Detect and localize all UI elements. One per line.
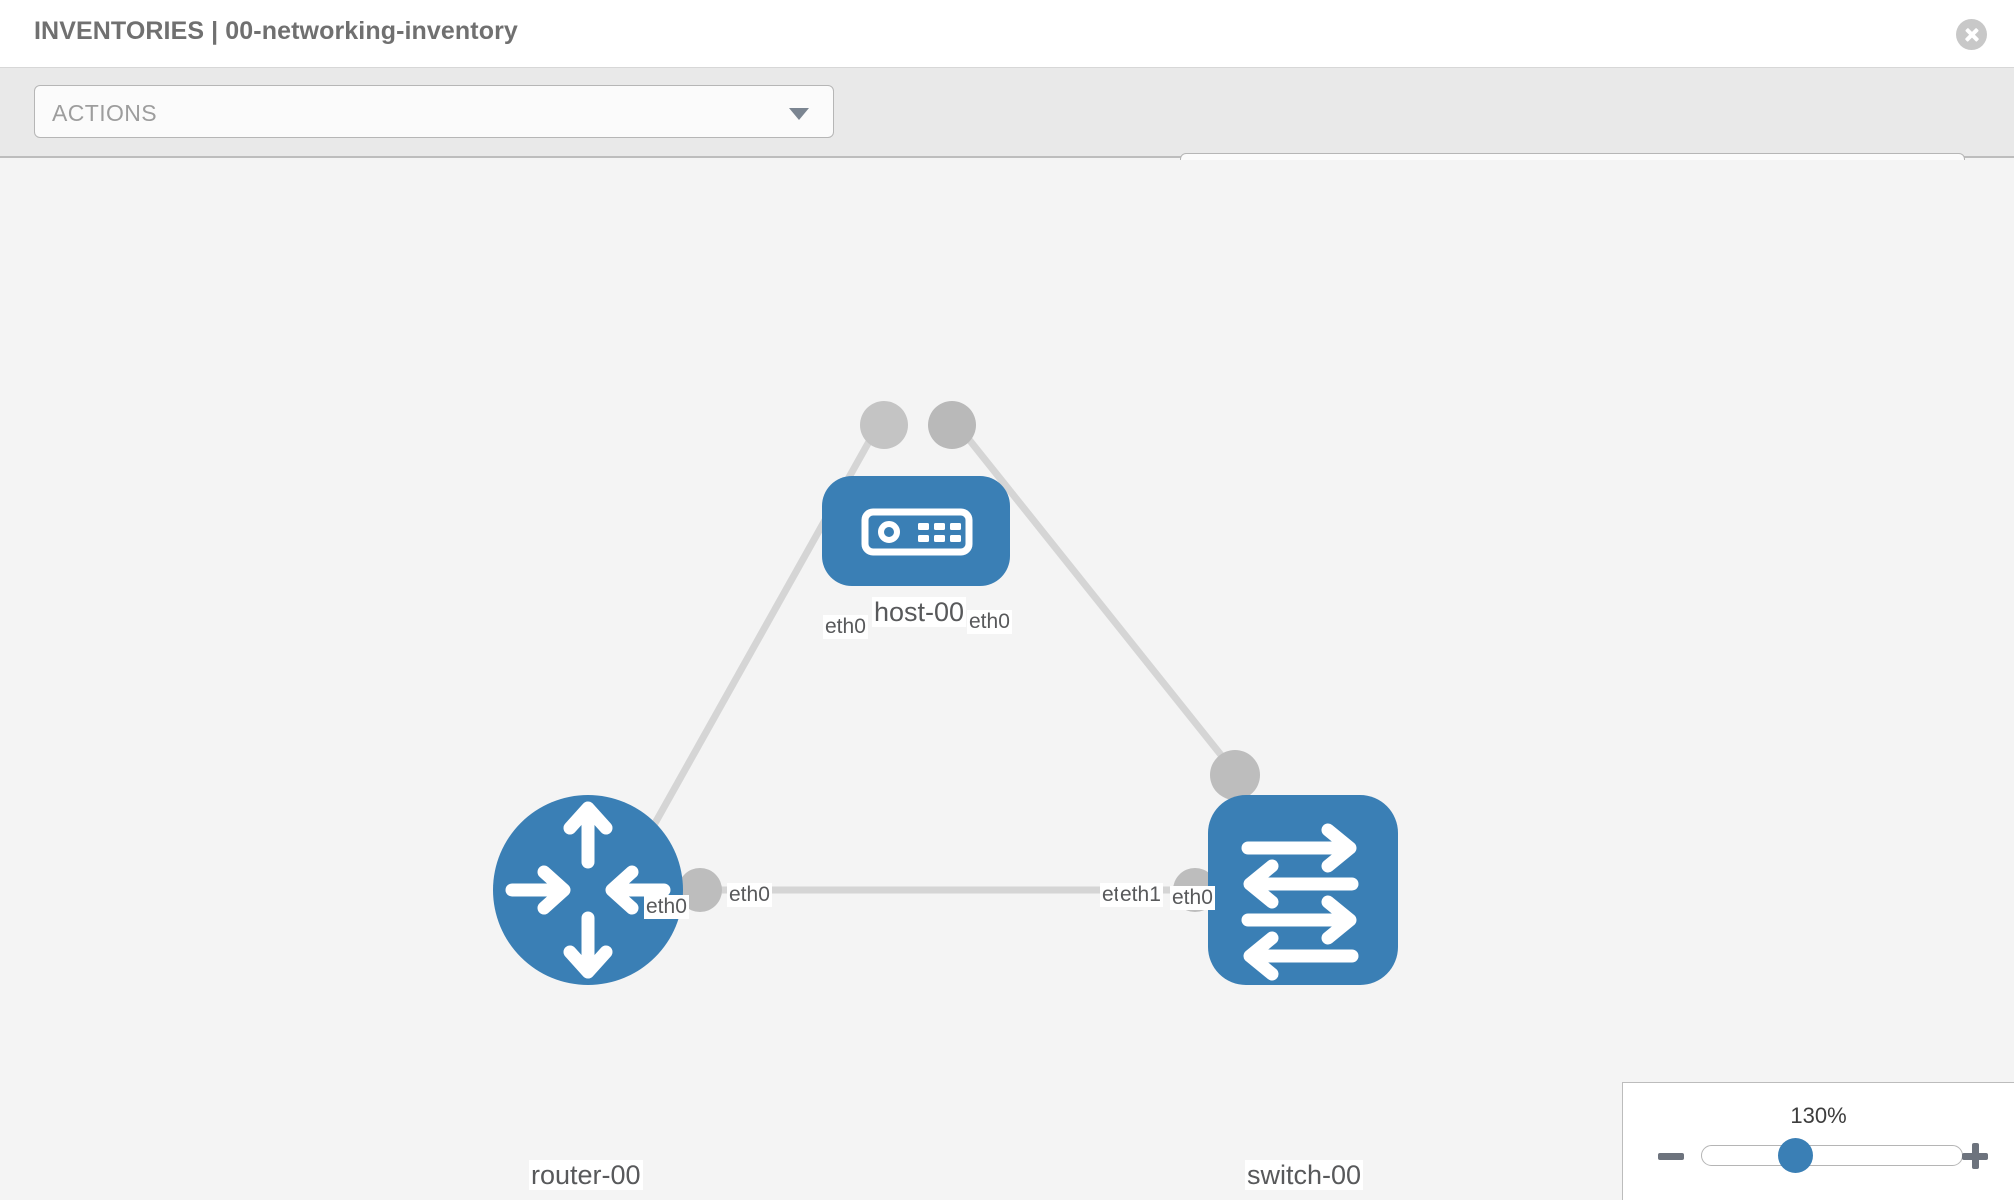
interface-label: eth0 <box>727 883 772 908</box>
zoom-level-value: 130% <box>1790 1103 1847 1128</box>
node-host-00 <box>822 476 1010 586</box>
minus-icon[interactable] <box>1656 1141 1686 1171</box>
zoom-slider-track[interactable] <box>1701 1145 1963 1166</box>
page-header: INVENTORIES | 00-networking-inventory <box>0 0 2014 68</box>
close-icon[interactable] <box>1956 19 1987 50</box>
interface-label: eth0 <box>1170 886 1215 911</box>
node-label-switch-00: switch-00 <box>1245 1160 1364 1191</box>
actions-dropdown-label: ACTIONS <box>52 100 158 126</box>
connector-stub <box>1210 750 1260 800</box>
topology-canvas[interactable]: host-00 eth0 eth0 eth0 eth0 router-00 sw… <box>0 160 2014 1200</box>
toolbar: ACTIONS SEARCH <box>0 68 2014 206</box>
interface-label: eth0 <box>823 615 868 640</box>
interface-label: eth0 <box>967 610 1012 635</box>
four-arrows-inward-icon <box>505 801 671 979</box>
interface-label: eth0 <box>644 895 689 920</box>
bidirectional-arrows-icon <box>1241 823 1359 981</box>
interface-label: eth1 <box>1118 883 1163 908</box>
link-host-switch <box>952 419 1240 778</box>
node-label-router-00: router-00 <box>529 1160 643 1191</box>
chevron-down-icon <box>789 108 809 120</box>
topology-graph <box>493 401 1398 985</box>
zoom-control-panel: 130% <box>1622 1082 2014 1200</box>
node-label-host-00: host-00 <box>872 597 967 628</box>
connector-stub <box>678 868 722 912</box>
server-appliance-icon <box>861 508 973 556</box>
plus-icon[interactable] <box>1960 1141 1990 1171</box>
page-title: INVENTORIES | 00-networking-inventory <box>34 17 518 45</box>
node-router-00 <box>493 795 683 985</box>
connector-stub <box>860 401 908 449</box>
connector-stub <box>928 401 976 449</box>
actions-dropdown[interactable]: ACTIONS <box>34 85 834 138</box>
zoom-slider-thumb[interactable] <box>1778 1138 1813 1173</box>
node-switch-00 <box>1208 795 1398 985</box>
